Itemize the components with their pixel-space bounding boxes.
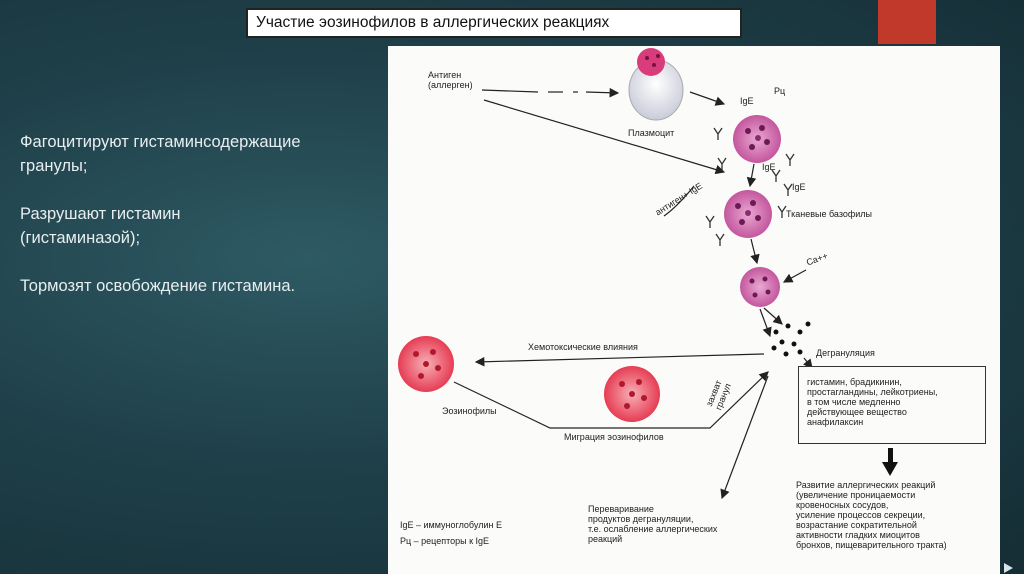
plasmocyte-cell (629, 48, 683, 120)
ige-label-mid: IgE (762, 162, 776, 172)
antigen-label: Антиген (аллерген) (428, 70, 473, 90)
eosinophils-label: Эозинофилы (442, 406, 497, 416)
mediators-box: гистамин, брадикинин, простагландины, ле… (798, 366, 986, 444)
granules (772, 322, 811, 357)
point-inhibit-release: Тормозят освобождение гистамина. (20, 274, 390, 298)
eosinophil-cell-2 (604, 366, 660, 422)
migration-label: Миграция эозинофилов (564, 432, 664, 442)
chemotoxic-label: Хемотоксические влияния (528, 342, 638, 352)
plasmocyte-label: Плазмоцит (628, 128, 674, 138)
basophil-cell-1 (733, 115, 781, 163)
rc-label-top: Рц (774, 86, 785, 96)
slide-title: Участие эозинофилов в аллергических реак… (246, 8, 742, 38)
accent-bar (878, 0, 936, 44)
ige-label-top: IgE (740, 96, 754, 106)
tissue-basophils-label: Тканевые базофилы (786, 209, 872, 219)
next-slide-icon[interactable] (1004, 563, 1013, 573)
legend-ige: IgE – иммуноглобулин Е (400, 520, 502, 530)
basophil-cell-2 (724, 190, 772, 238)
digestion-label: Переваривание продуктов дегрануляции, т.… (588, 504, 717, 544)
degranulation-label: Дегрануляция (816, 348, 875, 358)
point-phagocytose: Фагоцитируют гистаминсодержащие гранулы; (20, 130, 360, 178)
point-destroy-histamine: Разрушают гистамин (гистаминазой); (20, 202, 280, 250)
eosinophil-cell-1 (398, 336, 454, 392)
diagram: Антиген (аллерген) Плазмоцит IgE Рц IgE … (388, 46, 1000, 574)
basophil-cell-3 (740, 267, 780, 307)
ige-label-mid2: IgE (792, 182, 806, 192)
allergic-development-label: Развитие аллергических реакций (увеличен… (796, 480, 947, 550)
legend-rc: Рц – рецепторы к IgE (400, 536, 489, 546)
